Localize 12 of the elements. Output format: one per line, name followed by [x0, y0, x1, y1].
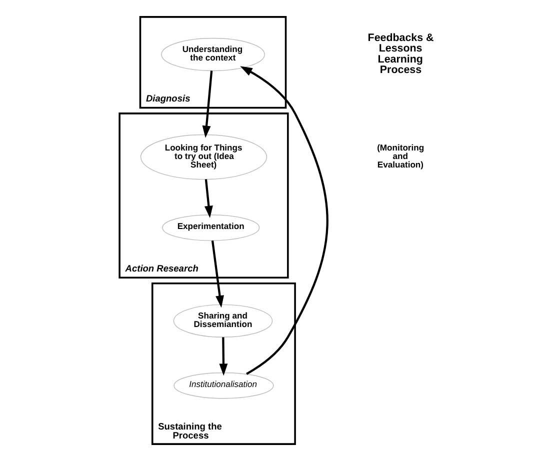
node-ellipse: Experimentation	[162, 214, 260, 241]
node-ellipse: Sharing and Dissemiantion	[172, 304, 272, 338]
node-ellipse: Understanding the context	[160, 38, 264, 72]
arrow	[204, 179, 212, 218]
node-ellipse: Institutionalisation	[173, 372, 274, 399]
node-ellipse: Looking for Things to try out (Idea Sheet)	[140, 134, 267, 180]
label: Feedbacks & Lessons Learning Process	[367, 32, 434, 76]
label: (Monitoring and Evaluation)	[376, 142, 424, 170]
arrow	[240, 66, 328, 375]
arrow	[210, 240, 224, 308]
arrow	[218, 337, 228, 376]
arrow	[202, 70, 212, 138]
